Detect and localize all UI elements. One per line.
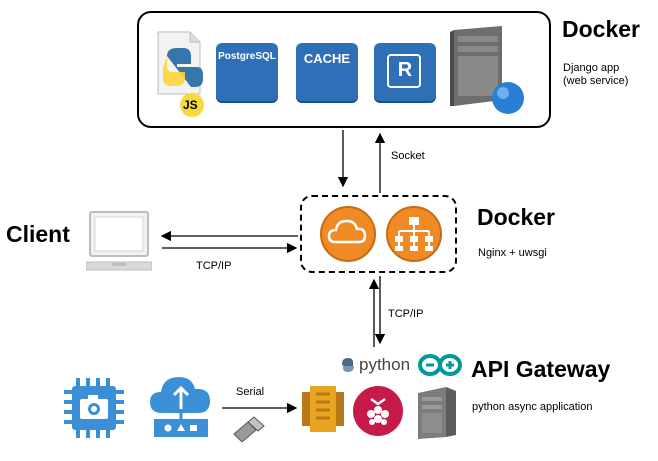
python-wordmark: python <box>359 355 411 374</box>
tcp-client-label: TCP/IP <box>196 260 232 272</box>
top-docker-title: Docker <box>562 16 640 42</box>
tcp-gateway-label: TCP/IP <box>388 308 424 320</box>
r-icon: R <box>374 43 436 101</box>
arduino-icon <box>418 353 462 377</box>
middle-docker-title: Docker <box>477 204 555 230</box>
gateway-server-icon <box>414 385 460 441</box>
gateway-subtitle: python async application <box>472 401 593 413</box>
serial-connector-icon <box>232 414 266 443</box>
cloud-upload-device-icon <box>148 373 214 441</box>
client-label: Client <box>6 221 70 247</box>
raspberry-pi-icon <box>352 385 404 437</box>
nginx-docker-container <box>300 195 457 273</box>
python-logo-icon <box>339 356 357 374</box>
network-icon <box>385 205 443 263</box>
cache-label: CACHE <box>303 51 351 66</box>
api-gateway-icon <box>300 384 346 434</box>
top-docker-subtitle-line1: Django app <box>563 62 620 74</box>
camera-chip-icon <box>62 376 126 440</box>
top-docker-subtitle-line2: (web service) <box>563 75 629 87</box>
server-icon <box>448 24 528 120</box>
serial-label: Serial <box>236 386 265 398</box>
socket-label: Socket <box>391 150 425 162</box>
cache-icon: CACHE <box>296 43 358 101</box>
postgresql-icon: PostgreSQL <box>216 43 278 101</box>
laptop-icon <box>85 210 153 276</box>
postgresql-label: PostgreSQL <box>218 51 276 62</box>
js-badge-label: JS <box>183 98 198 112</box>
python-js-icon: JS <box>152 28 206 118</box>
cloud-icon <box>319 205 377 263</box>
gateway-title: API Gateway <box>471 356 611 382</box>
r-label: R <box>397 59 413 81</box>
middle-docker-subtitle: Nginx + uwsgi <box>478 247 547 259</box>
